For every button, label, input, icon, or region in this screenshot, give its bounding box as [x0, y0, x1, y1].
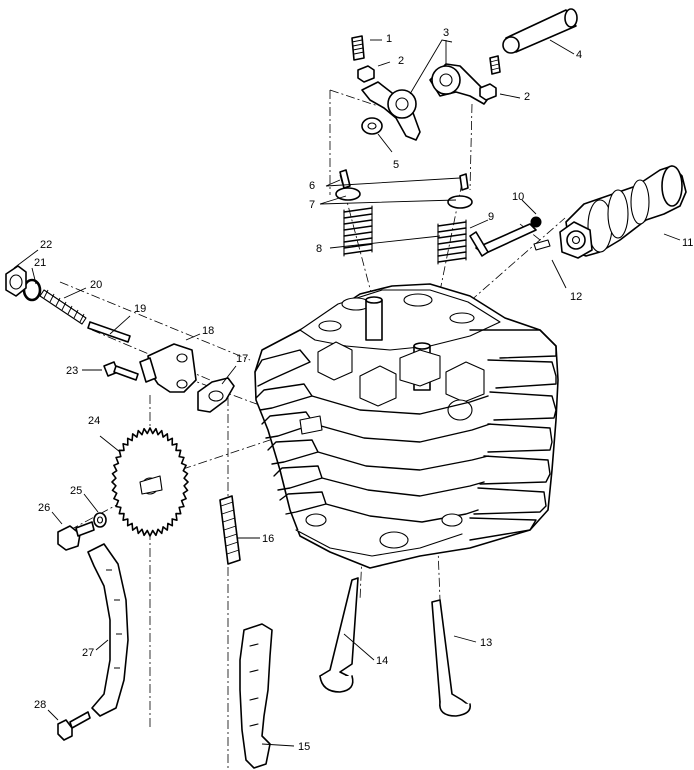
callout-11: 11 [682, 237, 693, 249]
callout-1: 1 [386, 33, 392, 45]
leader-lines [13, 39, 681, 747]
rocker-shaft [502, 8, 578, 54]
callout-9: 9 [488, 211, 494, 223]
cylinder-head [254, 283, 559, 569]
cap-bolt [5, 265, 27, 297]
rocker-arms [361, 63, 491, 141]
sprocket-bolt [57, 521, 95, 551]
callout-2: 2 [398, 55, 404, 67]
callout-10: 10 [512, 191, 524, 203]
bolt [103, 361, 139, 381]
cam-sprocket [111, 427, 189, 537]
callout-21: 21 [34, 257, 46, 269]
callout-16: 16 [262, 533, 274, 545]
callout-27: 27 [82, 647, 94, 659]
spring-retainers [335, 187, 473, 209]
callout-14: 14 [376, 655, 388, 667]
gasket [197, 377, 235, 413]
lock-nuts [357, 65, 497, 101]
callout-24: 24 [88, 415, 100, 427]
guide-blade [87, 543, 129, 717]
valve-springs [343, 205, 467, 265]
guide-bolt [57, 711, 91, 741]
callout-25: 25 [70, 485, 82, 497]
callout-3: 3 [443, 27, 449, 39]
valves [319, 577, 472, 717]
callout-8: 8 [316, 243, 322, 255]
callout-20: 20 [90, 279, 102, 291]
callout-23: 23 [66, 365, 78, 377]
callout-18: 18 [202, 325, 214, 337]
ball [530, 216, 542, 228]
dowel [533, 239, 551, 251]
callout-15: 15 [298, 741, 310, 753]
washer [361, 117, 383, 135]
callout-17: 17 [236, 353, 248, 365]
callout-7: 7 [309, 199, 315, 211]
callout-13: 13 [480, 637, 492, 649]
callout-28: 28 [34, 699, 46, 711]
valve-keepers [339, 169, 469, 191]
callout-19: 19 [134, 303, 146, 315]
tensioner-blade [239, 623, 273, 769]
sprocket-washer [93, 512, 107, 528]
callout-labels: 1 2 3 4 2 5 6 7 8 9 10 11 12 13 14 15 16… [34, 27, 693, 753]
pin [469, 223, 537, 257]
callout-2b: 2 [524, 91, 530, 103]
timing-chain [219, 495, 241, 565]
camshaft [559, 165, 687, 259]
callout-4: 4 [576, 49, 582, 61]
callout-6: 6 [309, 180, 315, 192]
tensioner-spring [39, 289, 87, 325]
tensioner-body [139, 343, 197, 393]
callout-12: 12 [570, 291, 582, 303]
plunger-rod [87, 321, 131, 343]
callout-26: 26 [38, 502, 50, 514]
callout-22: 22 [40, 239, 52, 251]
callout-5: 5 [393, 159, 399, 171]
adjuster-screw [351, 35, 501, 75]
